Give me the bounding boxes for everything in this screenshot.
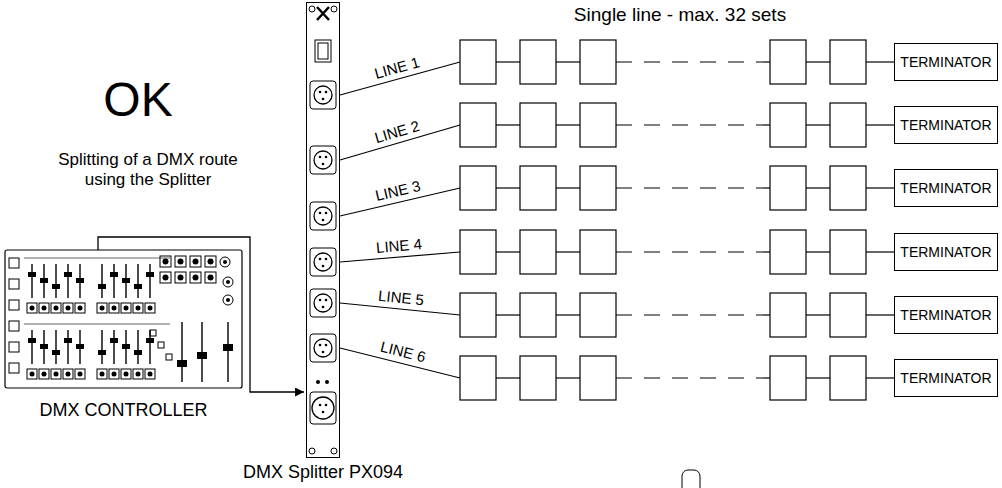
fixture-box bbox=[460, 103, 496, 147]
fixture-box bbox=[460, 356, 496, 400]
dmx-cable bbox=[866, 314, 894, 315]
terminator-label: TERMINATOR bbox=[900, 307, 991, 323]
device-label: DMX Splitter PX094 bbox=[243, 462, 403, 483]
stray-mark bbox=[682, 470, 700, 488]
fixture-box bbox=[830, 356, 866, 400]
fixture-box bbox=[580, 40, 616, 84]
line-label: LINE 2 bbox=[372, 117, 421, 147]
fixture-box bbox=[520, 40, 556, 84]
terminator-box: TERMINATOR bbox=[894, 296, 998, 334]
terminator-box: TERMINATOR bbox=[894, 233, 998, 271]
fixture-box bbox=[770, 230, 806, 274]
terminator-box: TERMINATOR bbox=[894, 106, 998, 144]
dashed-continuation bbox=[616, 124, 770, 125]
terminator-label: TERMINATOR bbox=[900, 370, 991, 386]
splitter-panel bbox=[309, 6, 337, 454]
description-note: Splitting of a DMX route using the Split… bbox=[41, 150, 256, 191]
terminator-box: TERMINATOR bbox=[894, 169, 998, 207]
fixture-box bbox=[830, 40, 866, 84]
fixture-box bbox=[520, 103, 556, 147]
splitter-device: DMX Splitter PX094 bbox=[306, 2, 340, 458]
dashed-continuation bbox=[616, 377, 770, 378]
dashed-continuation bbox=[616, 61, 770, 62]
line-label: LINE 3 bbox=[373, 177, 422, 205]
dashed-continuation bbox=[616, 187, 770, 188]
fixture-box bbox=[770, 166, 806, 210]
fixture-box bbox=[520, 230, 556, 274]
controller-illustration bbox=[5, 250, 242, 388]
fixture-box bbox=[580, 166, 616, 210]
fixture-box bbox=[770, 103, 806, 147]
fixture-box bbox=[580, 103, 616, 147]
fixture-box bbox=[770, 293, 806, 337]
fixture-box bbox=[520, 356, 556, 400]
dmx-cable bbox=[866, 187, 894, 188]
terminator-label: TERMINATOR bbox=[900, 117, 991, 133]
line-label: LINE 1 bbox=[373, 53, 422, 83]
terminator-label: TERMINATOR bbox=[900, 54, 991, 70]
dmx-cable bbox=[866, 251, 894, 252]
fixture-box bbox=[580, 356, 616, 400]
dmx-chains bbox=[340, 40, 894, 400]
fixture-box bbox=[460, 166, 496, 210]
terminator-box: TERMINATOR bbox=[894, 43, 998, 81]
fixture-box bbox=[830, 293, 866, 337]
line-label: LINE 5 bbox=[377, 287, 424, 309]
device-label: DMX CONTROLLER bbox=[39, 400, 207, 421]
dmx-cable bbox=[866, 61, 894, 62]
terminator-label: TERMINATOR bbox=[900, 180, 991, 196]
fixture-box bbox=[580, 230, 616, 274]
chain-note: Single line - max. 32 sets bbox=[574, 4, 786, 27]
line-label: LINE 6 bbox=[378, 338, 427, 367]
fixture-box bbox=[460, 293, 496, 337]
fixture-box bbox=[770, 40, 806, 84]
line-label: LINE 4 bbox=[375, 235, 422, 257]
fixture-box bbox=[520, 166, 556, 210]
fixture-box bbox=[830, 166, 866, 210]
dmx-cable bbox=[866, 377, 894, 378]
signal-connector bbox=[98, 237, 304, 392]
dashed-continuation bbox=[616, 314, 770, 315]
status-heading: OK bbox=[103, 71, 172, 129]
dashed-continuation bbox=[616, 251, 770, 252]
fixture-box bbox=[460, 230, 496, 274]
dmx-cable bbox=[866, 124, 894, 125]
fixture-box bbox=[830, 103, 866, 147]
fixture-box bbox=[460, 40, 496, 84]
fixture-box bbox=[830, 230, 866, 274]
terminator-box: TERMINATOR bbox=[894, 359, 998, 397]
fixture-box bbox=[770, 356, 806, 400]
controller-device: DMX CONTROLLER bbox=[5, 250, 242, 388]
fixture-box bbox=[580, 293, 616, 337]
fixture-box bbox=[520, 293, 556, 337]
terminator-label: TERMINATOR bbox=[900, 244, 991, 260]
